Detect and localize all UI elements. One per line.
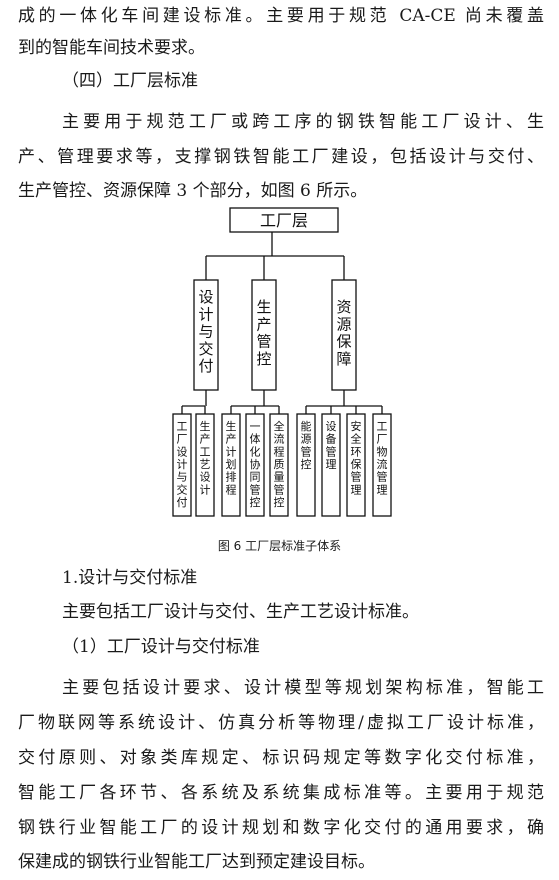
diagram-leaf-node: 工厂物流管理: [372, 413, 392, 517]
node-label: 设计与交付: [198, 288, 213, 375]
svg-text:生产计划排程: 生产计划排程: [226, 419, 237, 496]
paragraph-line: 厂物联网等系统设计、仿真分析等物理/虚拟工厂设计标准，: [18, 713, 544, 733]
paragraph-line: 主要用于规范工厂或跨工序的钢铁智能工厂设计、生: [62, 112, 544, 132]
paragraph-line: 主要包括工厂设计与交付、生产工艺设计标准。: [62, 602, 419, 622]
paragraph-line: 成的一体化车间建设标准。主要用于规范 CA-CE 尚未覆盖: [18, 6, 544, 26]
node-label: 生产管控: [256, 298, 271, 368]
paragraph-line: 生产管控、资源保障 3 个部分，如图 6 所示。: [18, 181, 368, 201]
svg-text:能源管控: 能源管控: [301, 419, 312, 471]
paragraph-line: 主要包括设计要求、设计模型等规划架构标准，智能工: [62, 678, 544, 698]
diagram-leaf-node: 全流程质量管控: [269, 413, 289, 517]
diagram-leaf-node: 能源管控: [296, 413, 316, 517]
diagram-leaf-node: 工厂设计与交付: [172, 413, 192, 517]
figure-caption: 图 6 工厂层标准子体系: [217, 539, 342, 553]
diagram-leaf-node: 安全环保管理: [346, 413, 366, 517]
diagram-leaf-node: 一体化协同管控: [245, 413, 265, 517]
svg-text:工厂物流管理: 工厂物流管理: [377, 420, 388, 496]
paragraph-line: 保建成的钢铁行业智能工厂达到预定建设目标。: [18, 852, 375, 872]
paragraph-line: 钢铁行业智能工厂的设计规划和数字化交付的通用要求，确: [18, 818, 544, 838]
paragraph-line: 交付原则、对象类库规定、标识码规定等数字化交付标准，: [18, 748, 544, 768]
diagram-leaf-node: 生产工艺设计: [195, 413, 215, 517]
diagram-node-design-delivery: 设计与交付: [193, 279, 219, 391]
factory-standards-diagram: 工厂层 设计与交付 生产管控 资源保障 工厂设计与交付 生: [0, 200, 559, 540]
paragraph-line: 到的智能车间技术要求。: [18, 38, 205, 58]
diagram-node-resource-support: 资源保障: [331, 279, 357, 391]
svg-text:全流程质量管控: 全流程质量管控: [274, 419, 285, 509]
svg-text:安全环保管理: 安全环保管理: [351, 419, 362, 496]
diagram-leaf-node: 生产计划排程: [221, 413, 241, 517]
section-heading: （四）工厂层标准: [62, 71, 198, 91]
root-label: 工厂层: [260, 211, 308, 230]
section-title: 1.设计与交付标准: [62, 568, 198, 588]
paragraph-line: 智能工厂各环节、各系统及系统集成标准等。主要用于规范: [18, 783, 544, 803]
subsection-title: （1）工厂设计与交付标准: [62, 637, 260, 657]
paragraph-line: 产、管理要求等，支撑钢铁智能工厂建设，包括设计与交付、: [18, 147, 544, 167]
diagram-node-production-control: 生产管控: [251, 279, 277, 391]
svg-text:设备管理: 设备管理: [326, 420, 337, 471]
svg-text:生产工艺设计: 生产工艺设计: [200, 419, 211, 496]
diagram-root-node: 工厂层: [229, 207, 339, 233]
node-label: 资源保障: [336, 298, 351, 368]
svg-text:一体化协同管控: 一体化协同管控: [250, 420, 261, 509]
svg-text:工厂设计与交付: 工厂设计与交付: [177, 420, 188, 509]
diagram-leaf-node: 设备管理: [321, 413, 341, 517]
